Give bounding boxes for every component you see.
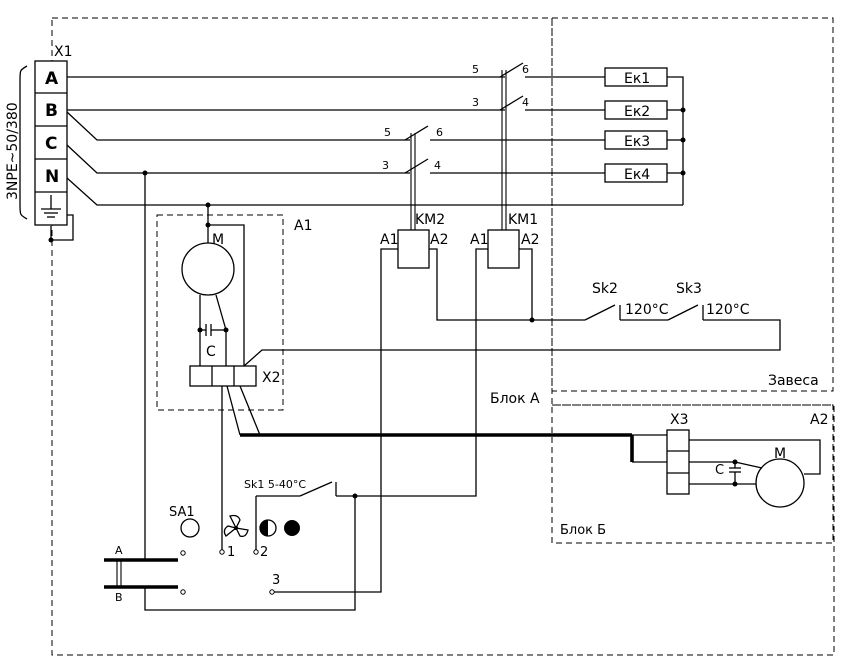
svg-text:3: 3 xyxy=(472,96,479,109)
terminal-a: A xyxy=(45,69,59,89)
svg-text:A: A xyxy=(115,544,123,557)
sk2-label: Sk2 xyxy=(592,281,618,297)
connector-x3 xyxy=(666,429,690,495)
svg-text:A2: A2 xyxy=(521,232,539,248)
control-section: A B SA1 1 2 3 xyxy=(104,170,358,611)
terminal-b: B xyxy=(45,101,58,121)
svg-text:SA1: SA1 xyxy=(169,505,195,520)
svg-text:Ек4: Ек4 xyxy=(624,167,650,183)
phase-wiring xyxy=(66,76,683,206)
svg-text:6: 6 xyxy=(436,126,443,139)
motor-a1 xyxy=(181,242,235,296)
svg-text:Ек1: Ек1 xyxy=(624,71,650,87)
connector-x2 xyxy=(189,365,257,387)
svg-text:KM2: KM2 xyxy=(415,212,445,228)
block-a-label: Блок А xyxy=(490,391,540,407)
module-a2: A2 X3 M C xyxy=(666,412,828,508)
sk3-temp: 120°C xyxy=(706,302,750,318)
km1-contacts: 5 6 3 4 xyxy=(472,62,605,230)
curtain-label: Завеса xyxy=(768,373,819,389)
svg-text:Ек2: Ек2 xyxy=(624,104,650,120)
svg-text:1: 1 xyxy=(227,545,235,560)
block-b-label: Блок Б xyxy=(560,523,606,538)
svg-text:6: 6 xyxy=(522,63,529,76)
sk1-label: Sk1 5-40°C xyxy=(244,478,306,491)
svg-text:B: B xyxy=(115,591,123,604)
svg-text:M: M xyxy=(212,232,224,248)
svg-text:C: C xyxy=(715,463,724,478)
svg-text:2: 2 xyxy=(260,545,268,560)
svg-text:4: 4 xyxy=(434,159,441,172)
block-b-boundary xyxy=(551,404,834,544)
relay-km2: KM2 A1 A2 xyxy=(380,212,448,269)
heater-bank: Ек1 Ек2 Ек3 Ек4 xyxy=(604,67,686,205)
terminal-c: C xyxy=(45,134,57,154)
svg-text:X3: X3 xyxy=(670,412,689,428)
svg-text:X2: X2 xyxy=(262,370,281,386)
svg-text:5: 5 xyxy=(472,63,479,76)
cable-to-block-b xyxy=(226,385,667,463)
control-wiring xyxy=(243,248,781,593)
svg-text:4: 4 xyxy=(522,96,529,109)
svg-text:Ек3: Ек3 xyxy=(624,134,650,150)
x1-label: X1 xyxy=(54,44,73,60)
km2-contacts: 5 6 3 4 xyxy=(382,125,605,230)
svg-text:3: 3 xyxy=(272,573,280,588)
ground-icon xyxy=(41,195,61,218)
terminal-n: N xyxy=(45,167,59,187)
supply-label: 3NPE~50/380 xyxy=(5,102,21,200)
svg-text:C: C xyxy=(206,344,216,360)
svg-text:A1: A1 xyxy=(380,232,398,248)
svg-text:KM1: KM1 xyxy=(508,212,538,228)
fan-icon xyxy=(223,514,249,538)
svg-text:5: 5 xyxy=(384,126,391,139)
svg-text:A1: A1 xyxy=(470,232,488,248)
sk2-temp: 120°C xyxy=(625,302,669,318)
motor-a2 xyxy=(755,458,805,508)
svg-text:M: M xyxy=(774,446,786,462)
svg-text:A2: A2 xyxy=(810,412,828,428)
half-circle-icon xyxy=(259,519,277,537)
filled-circle-icon xyxy=(284,520,300,536)
svg-text:A1: A1 xyxy=(294,218,312,234)
module-a1: A1 M C X2 xyxy=(181,202,312,387)
sk3-label: Sk3 xyxy=(676,281,702,297)
svg-text:A2: A2 xyxy=(430,232,448,248)
relay-km1: KM1 A1 A2 xyxy=(470,212,539,269)
module-a1-boundary xyxy=(156,214,284,411)
svg-text:3: 3 xyxy=(382,159,389,172)
terminal-block-x1: X1 A B C N 3NPE~50/380 xyxy=(5,44,74,243)
sa1-indicator[interactable] xyxy=(180,518,200,538)
